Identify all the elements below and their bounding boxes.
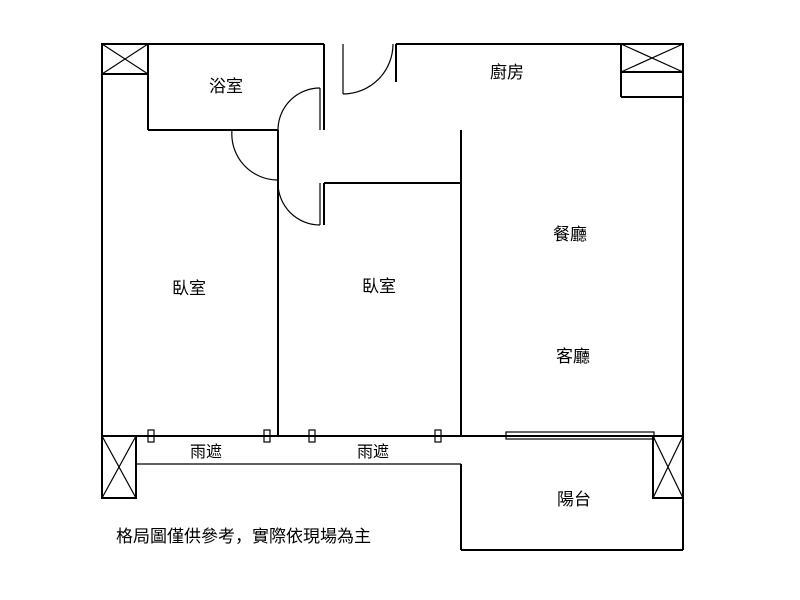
- shaft-box-bottom-left: [101, 435, 137, 499]
- door-bedroom-left: [231, 129, 279, 181]
- label-bedroom-left: 臥室: [172, 279, 206, 299]
- label-living: 客廳: [556, 347, 590, 367]
- label-canopy-left: 雨遮: [190, 442, 222, 461]
- label-dining: 餐廳: [553, 225, 587, 245]
- door-entry: [342, 43, 394, 95]
- label-kitchen: 廚房: [490, 62, 524, 83]
- shaft-box-top-right: [620, 43, 684, 73]
- front-window-line: [136, 429, 655, 465]
- door-bedroom-middle: [277, 182, 321, 226]
- interior-walls: [147, 44, 683, 436]
- label-balcony: 陽台: [557, 490, 591, 510]
- shaft-box-bottom-right: [652, 435, 684, 499]
- shaft-box-top-left: [101, 43, 149, 75]
- label-canopy-right: 雨遮: [357, 442, 389, 461]
- door-bathroom: [277, 87, 321, 131]
- label-bathroom: 浴室: [209, 77, 243, 97]
- label-bedroom-middle: 臥室: [362, 277, 396, 297]
- plan-caption: 格局圖僅供參考，實際依現場為主: [116, 527, 371, 547]
